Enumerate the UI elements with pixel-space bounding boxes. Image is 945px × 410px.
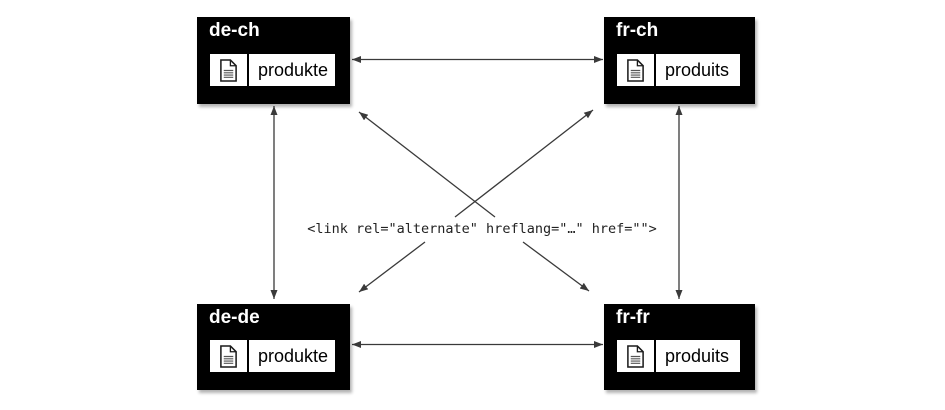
node-fr-ch: fr-ch produits <box>604 17 755 104</box>
node-de-ch: de-ch produkte <box>197 17 350 104</box>
node-de-de: de-de produkte <box>197 304 350 390</box>
node-locale-label: de-ch <box>209 20 260 41</box>
page-panel: produkte <box>208 52 337 88</box>
page-panel: produkte <box>208 338 337 374</box>
page-title: produits <box>665 345 730 366</box>
node-fr-fr: fr-fr produits <box>604 304 755 390</box>
page-panel: produits <box>615 52 742 88</box>
page-title: produkte <box>258 59 329 80</box>
node-locale-label: fr-ch <box>616 20 659 41</box>
document-icon <box>210 54 249 86</box>
document-icon <box>210 340 249 372</box>
arrow-frfr-dech-upper <box>358 111 496 218</box>
document-icon <box>617 54 656 86</box>
page-title: produkte <box>258 345 329 366</box>
node-locale-label: de-de <box>209 307 260 328</box>
arrow-frch-dede-lower <box>358 241 426 293</box>
page-panel: produits <box>615 338 742 374</box>
arrow-dede-frch-upper <box>454 109 594 218</box>
arrow-dech-frfr-lower <box>522 241 590 292</box>
node-locale-label: fr-fr <box>616 307 650 328</box>
page-title: produits <box>665 59 730 80</box>
document-icon <box>617 340 656 372</box>
hreflang-annotation: <link rel="alternate" hreflang="…" href=… <box>307 221 657 237</box>
